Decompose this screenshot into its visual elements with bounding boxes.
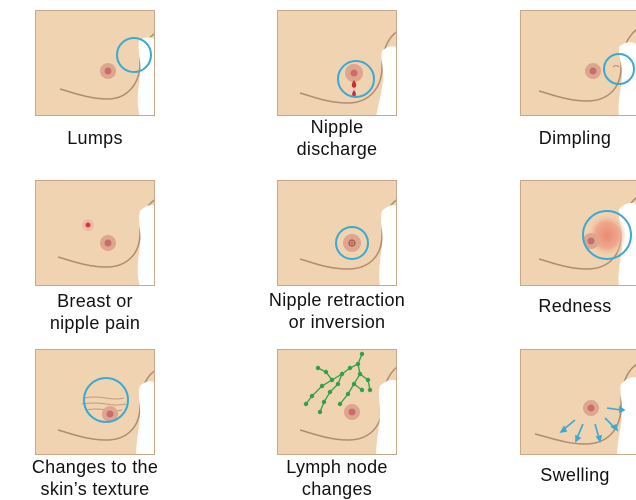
lymph-node-icon: [277, 349, 397, 455]
swelling-icon: [520, 349, 636, 455]
skin-dimpling-icon: [520, 10, 636, 116]
nipple-discharge-icon: [277, 10, 397, 116]
skin-texture-label: Changes to the skin’s texture: [0, 456, 190, 500]
dimpling-label: Dimpling: [500, 127, 636, 149]
nipple-retraction-icon: [277, 180, 397, 286]
nipple-retraction-label: Nipple retraction or inversion: [242, 289, 432, 333]
breast-pain-icon: [35, 180, 155, 286]
redness-label: Redness: [500, 295, 636, 317]
lumps-label: Lumps: [15, 127, 175, 149]
skin-redness-icon: [520, 180, 636, 286]
nipple-discharge-label: Nipple discharge: [257, 116, 417, 160]
breast-lump-icon: [35, 10, 155, 116]
lymph-node-label: Lymph node changes: [242, 456, 432, 500]
swelling-label: Swelling: [500, 464, 636, 486]
skin-texture-icon: [35, 349, 155, 455]
breast-pain-label: Breast or nipple pain: [15, 290, 175, 334]
